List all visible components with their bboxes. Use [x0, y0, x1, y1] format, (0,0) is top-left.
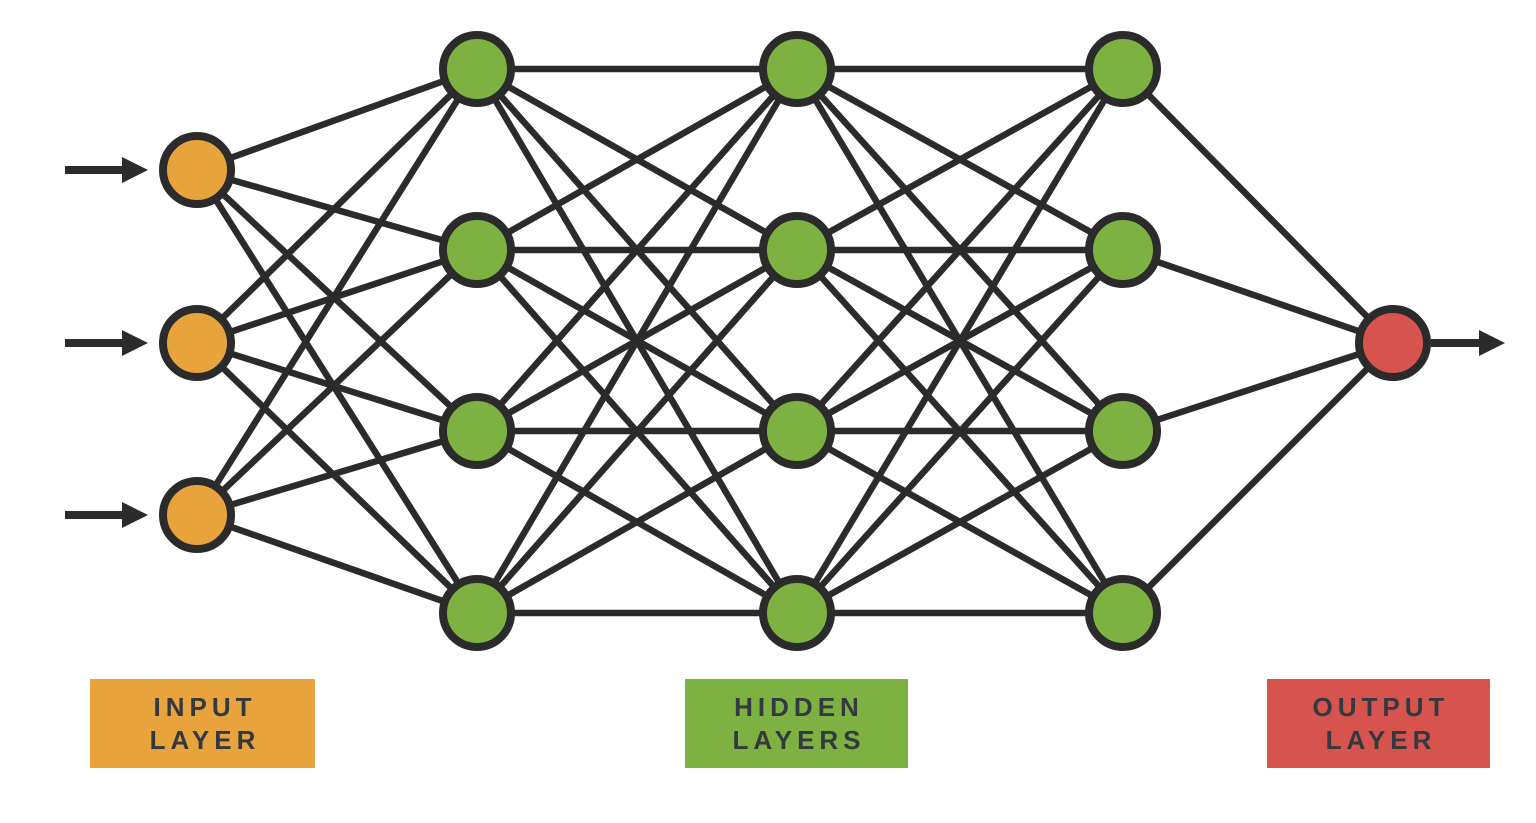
connection-line [196, 339, 478, 435]
connection-line [475, 66, 799, 253]
connection-line [794, 66, 1126, 434]
hidden-layer-1-node-1 [439, 31, 515, 107]
hidden-layer-3-node-4 [1085, 575, 1161, 651]
input-layer-label-line2: LAYER [149, 724, 261, 755]
connection-line [194, 67, 480, 517]
connection-line [194, 247, 480, 518]
connection-line [195, 511, 479, 617]
hidden-layer-1-node-4 [439, 575, 515, 651]
input-layer-node-2 [159, 305, 235, 381]
input-layer-node-1 [159, 132, 235, 208]
hidden-layer-2-node-1 [759, 31, 835, 107]
hidden-layer-3-node-3 [1085, 393, 1161, 469]
hidden-layer-1-node-2 [439, 212, 515, 288]
hidden-layers-label: HIDDEN LAYERS [685, 679, 908, 768]
connection-line [1121, 246, 1395, 347]
connection-line [475, 428, 799, 616]
connection-line [196, 427, 478, 519]
input-layer-label-line1: INPUT [153, 691, 257, 722]
connection-line [795, 428, 1125, 616]
hidden-layer-3-node-1 [1085, 31, 1161, 107]
connection-line [194, 168, 480, 615]
connection-line [794, 247, 1126, 616]
hidden-layer-2-node-2 [759, 212, 835, 288]
hidden-layer-1-node-3 [439, 393, 515, 469]
connection-line [474, 67, 800, 615]
input-layer-node-3 [159, 477, 235, 553]
input-arrow-3-head-icon [122, 502, 148, 528]
connection-line [194, 340, 480, 616]
connection-line [1121, 339, 1395, 435]
connection-line [194, 66, 480, 346]
hidden-layer-2-node-4 [759, 575, 835, 651]
hidden-layer-3-node-2 [1085, 212, 1161, 288]
output-layer-node-1 [1355, 305, 1431, 381]
output-layer-label-line2: LAYER [1325, 724, 1437, 755]
connection-line [1120, 66, 1396, 346]
hidden-layers-label-line1: HIDDEN [734, 691, 864, 722]
connection-line [474, 66, 800, 434]
output-layer-label-line1: OUTPUT [1312, 691, 1450, 722]
hidden-layer-2-node-3 [759, 393, 835, 469]
input-arrow-1-head-icon [122, 157, 148, 183]
hidden-layers-label-line2: LAYERS [732, 724, 866, 755]
connection-line [795, 66, 1125, 253]
output-arrow-head-icon [1479, 330, 1505, 356]
input-arrow-2-head-icon [122, 330, 148, 356]
connection-line [194, 167, 480, 434]
connection-line [1120, 340, 1396, 616]
connection-line [474, 247, 800, 616]
connection-line [794, 67, 1126, 615]
connection-line [195, 65, 479, 174]
output-layer-label: OUTPUT LAYER [1267, 679, 1490, 768]
input-layer-label: INPUT LAYER [90, 679, 315, 768]
